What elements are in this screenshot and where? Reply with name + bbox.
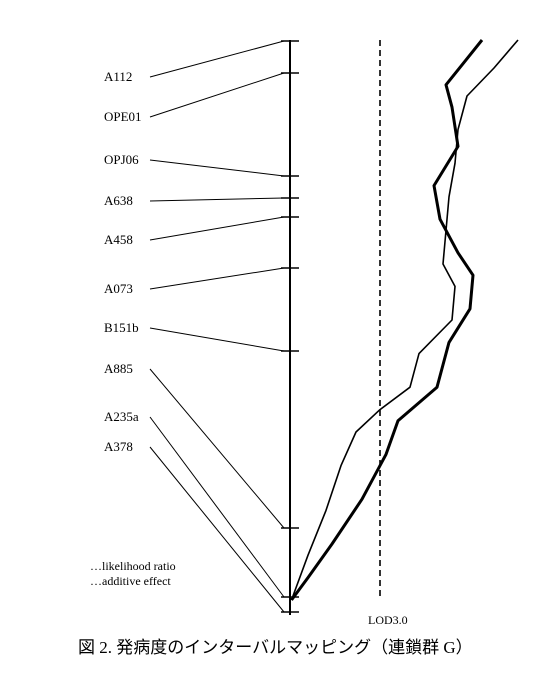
marker-label: OPE01 (104, 109, 142, 124)
curve-additive (290, 39, 519, 601)
marker-connectors (149, 40, 285, 613)
marker-connector (149, 416, 285, 598)
curve-likelihood (290, 39, 484, 601)
marker-label: A112 (104, 69, 132, 84)
marker-label: A235a (104, 409, 139, 424)
marker-labels: A112OPE01OPJ06A638A458A073B151bA885A235a… (104, 69, 142, 454)
marker-label: A073 (104, 281, 133, 296)
marker-label: A378 (104, 439, 133, 454)
legend-likelihood-ratio: …likelihood ratio (90, 559, 176, 573)
lod-curves (290, 39, 519, 601)
marker-connector (149, 40, 285, 78)
lod-threshold-label: LOD3.0 (368, 613, 408, 627)
marker-label: B151b (104, 320, 139, 335)
marker-connector (149, 327, 285, 352)
marker-label: A638 (104, 193, 133, 208)
marker-label: OPJ06 (104, 152, 139, 167)
marker-label: A458 (104, 232, 133, 247)
marker-connector (149, 446, 285, 613)
marker-connector (149, 159, 285, 177)
marker-connector (149, 216, 285, 241)
legend-additive-effect: …additive effect (90, 574, 171, 588)
marker-connector (149, 72, 285, 118)
marker-connector (149, 368, 285, 529)
figure-caption: 図 2. 発病度のインターバルマッピング（連鎖群 G） (78, 638, 473, 657)
marker-label: A885 (104, 361, 133, 376)
marker-connector (149, 197, 285, 202)
marker-connector (149, 267, 285, 290)
